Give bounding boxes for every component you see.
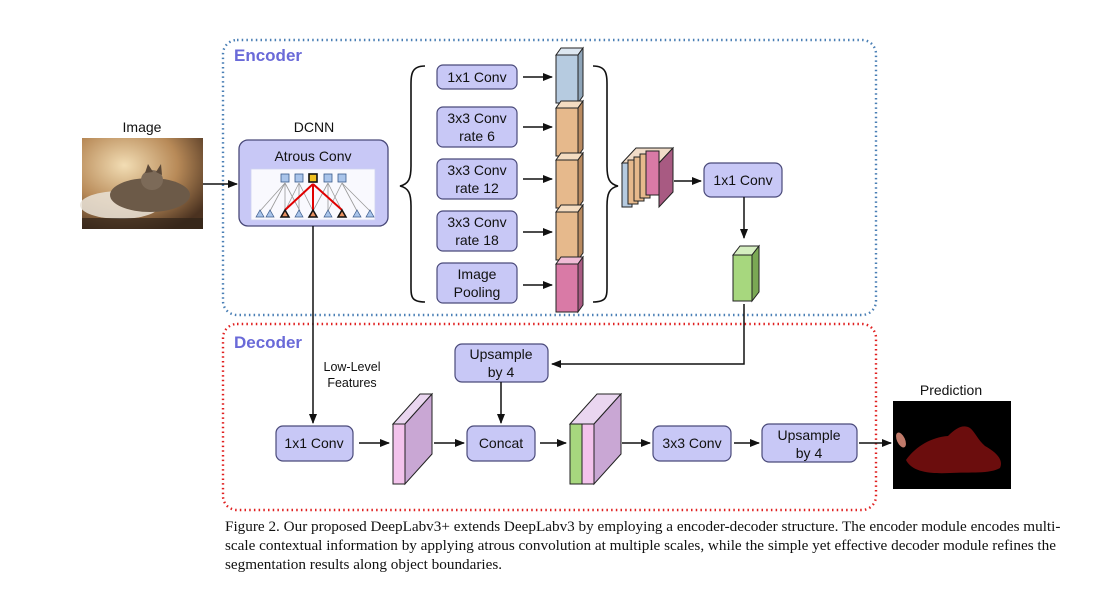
arrow-encoded-to-upsample	[551, 304, 745, 368]
input-image-label: Image	[123, 119, 162, 135]
aspp-feature-5	[555, 255, 584, 314]
decoder-conv3x3-block	[652, 425, 732, 462]
aspp-rate18-line2: rate 18	[455, 232, 499, 248]
prediction-label: Prediction	[920, 382, 982, 398]
decoder-conv1x1-block	[275, 425, 354, 462]
aspp-rate12-line2: rate 12	[455, 180, 499, 196]
encoder-proj-block	[703, 162, 783, 198]
decoder-upsample-line1: Upsample	[469, 346, 532, 362]
aspp-feature-2	[555, 99, 584, 158]
caption-line-1: Figure 2. Our proposed DeepLabv3+ extend…	[225, 518, 1061, 535]
encoder-proj-label: 1x1 Conv	[713, 172, 772, 188]
decoder-concat-block	[466, 425, 536, 462]
aspp-concat-feature	[620, 146, 675, 209]
decoder-concat-label: Concat	[479, 435, 523, 451]
aspp-conv1x1-label: 1x1 Conv	[447, 69, 506, 85]
caption-line-2: scale contextual information by applying…	[225, 537, 1056, 554]
aspp-pooling-line1: Image	[458, 266, 497, 282]
decoder-frame	[221, 322, 878, 512]
encoded-feature	[731, 244, 761, 303]
aspp-left-brace	[399, 65, 426, 303]
decoder-conv1x1-label: 1x1 Conv	[284, 435, 343, 451]
decoder-output-upsample-line1: Upsample	[777, 427, 840, 443]
aspp-rate6-line1: 3x3 Conv	[447, 110, 506, 126]
atrous-conv-illustration	[250, 168, 376, 221]
lowlevel-label-line2: Features	[327, 376, 376, 390]
aspp-feature-4	[555, 203, 584, 262]
decoder-upsample-line2: by 4	[488, 364, 515, 380]
decoder-output-upsample-block	[761, 423, 858, 463]
aspp-conv1x1-block	[436, 64, 518, 90]
dcnn-label: DCNN	[294, 119, 334, 135]
aspp-rate6-line2: rate 6	[459, 128, 495, 144]
decoder-output-upsample-line2: by 4	[796, 445, 823, 461]
decoder-conv3x3-label: 3x3 Conv	[662, 435, 721, 451]
prediction-segmentation-image	[893, 401, 1011, 489]
input-cat-image	[80, 138, 203, 229]
caption-line-3: segmentation results along object bounda…	[225, 556, 503, 573]
aspp-rate12-line1: 3x3 Conv	[447, 162, 506, 178]
aspp-rate6-block	[436, 106, 518, 148]
decoder-title: Decoder	[234, 333, 302, 352]
decoder-lowlevel-feature	[391, 392, 434, 486]
decoder-concat-feature	[568, 392, 623, 486]
aspp-feature-3	[555, 151, 584, 210]
aspp-rate18-line1: 3x3 Conv	[447, 214, 506, 230]
figure-caption: Figure 2. Our proposed DeepLabv3+ extend…	[225, 517, 1085, 574]
encoder-title: Encoder	[234, 46, 302, 65]
aspp-rate12-block	[436, 158, 518, 200]
aspp-feature-1	[555, 46, 584, 105]
aspp-right-brace	[592, 65, 619, 303]
architecture-diagram: Encoder Decoder Image DCNN Atrous Conv	[80, 38, 1011, 512]
aspp-pooling-line2: Pooling	[454, 284, 501, 300]
aspp-rate18-block	[436, 210, 518, 252]
lowlevel-label-line1: Low-Level	[324, 360, 381, 374]
encoder-frame	[221, 38, 878, 317]
atrous-conv-label: Atrous Conv	[274, 148, 351, 164]
aspp-pooling-block	[436, 262, 518, 304]
